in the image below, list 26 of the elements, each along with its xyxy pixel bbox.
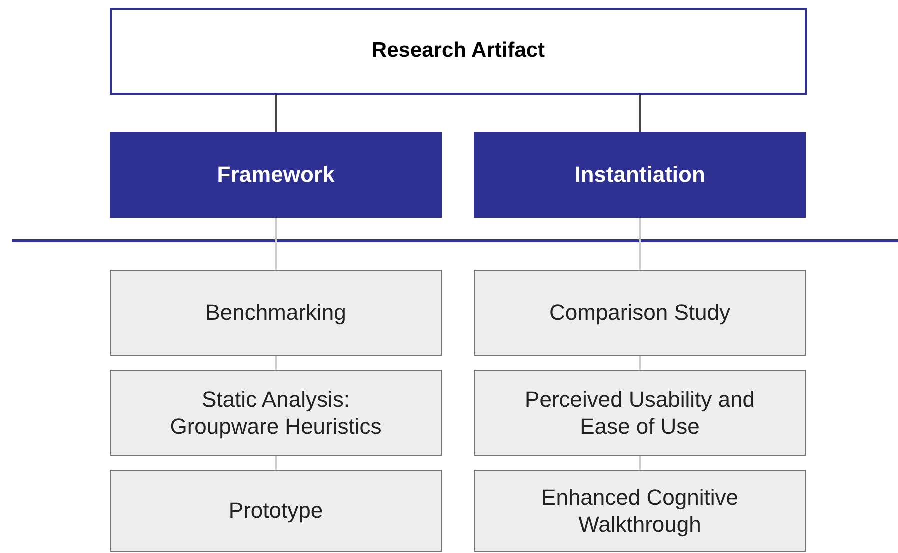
connector-line <box>275 95 277 132</box>
box-label: Benchmarking <box>206 299 346 327</box>
connector-line <box>639 95 641 132</box>
box-label: Static Analysis: Groupware Heuristics <box>169 386 383 440</box>
connector-line <box>275 218 277 270</box>
box-label: Instantiation <box>574 161 706 189</box>
connector-line <box>639 218 641 270</box>
box-label: Enhanced Cognitive Walkthrough <box>540 484 740 538</box>
box-label: Perceived Usability and Ease of Use <box>524 386 756 440</box>
connector-line <box>639 356 641 370</box>
category-box <box>474 132 806 218</box>
box-label: Prototype <box>228 497 324 525</box>
method-box <box>110 470 442 552</box>
method-box <box>110 270 442 356</box>
method-box <box>474 470 806 552</box>
connector-line <box>275 456 277 470</box>
method-box <box>474 270 806 356</box>
root-box <box>110 8 807 95</box>
box-label: Comparison Study <box>550 299 730 327</box>
box-label: Framework <box>217 161 335 189</box>
box-label: Research Artifact <box>372 38 546 64</box>
method-box <box>110 370 442 456</box>
connector-line <box>639 456 641 470</box>
method-box <box>474 370 806 456</box>
connector-line <box>275 356 277 370</box>
category-box <box>110 132 442 218</box>
